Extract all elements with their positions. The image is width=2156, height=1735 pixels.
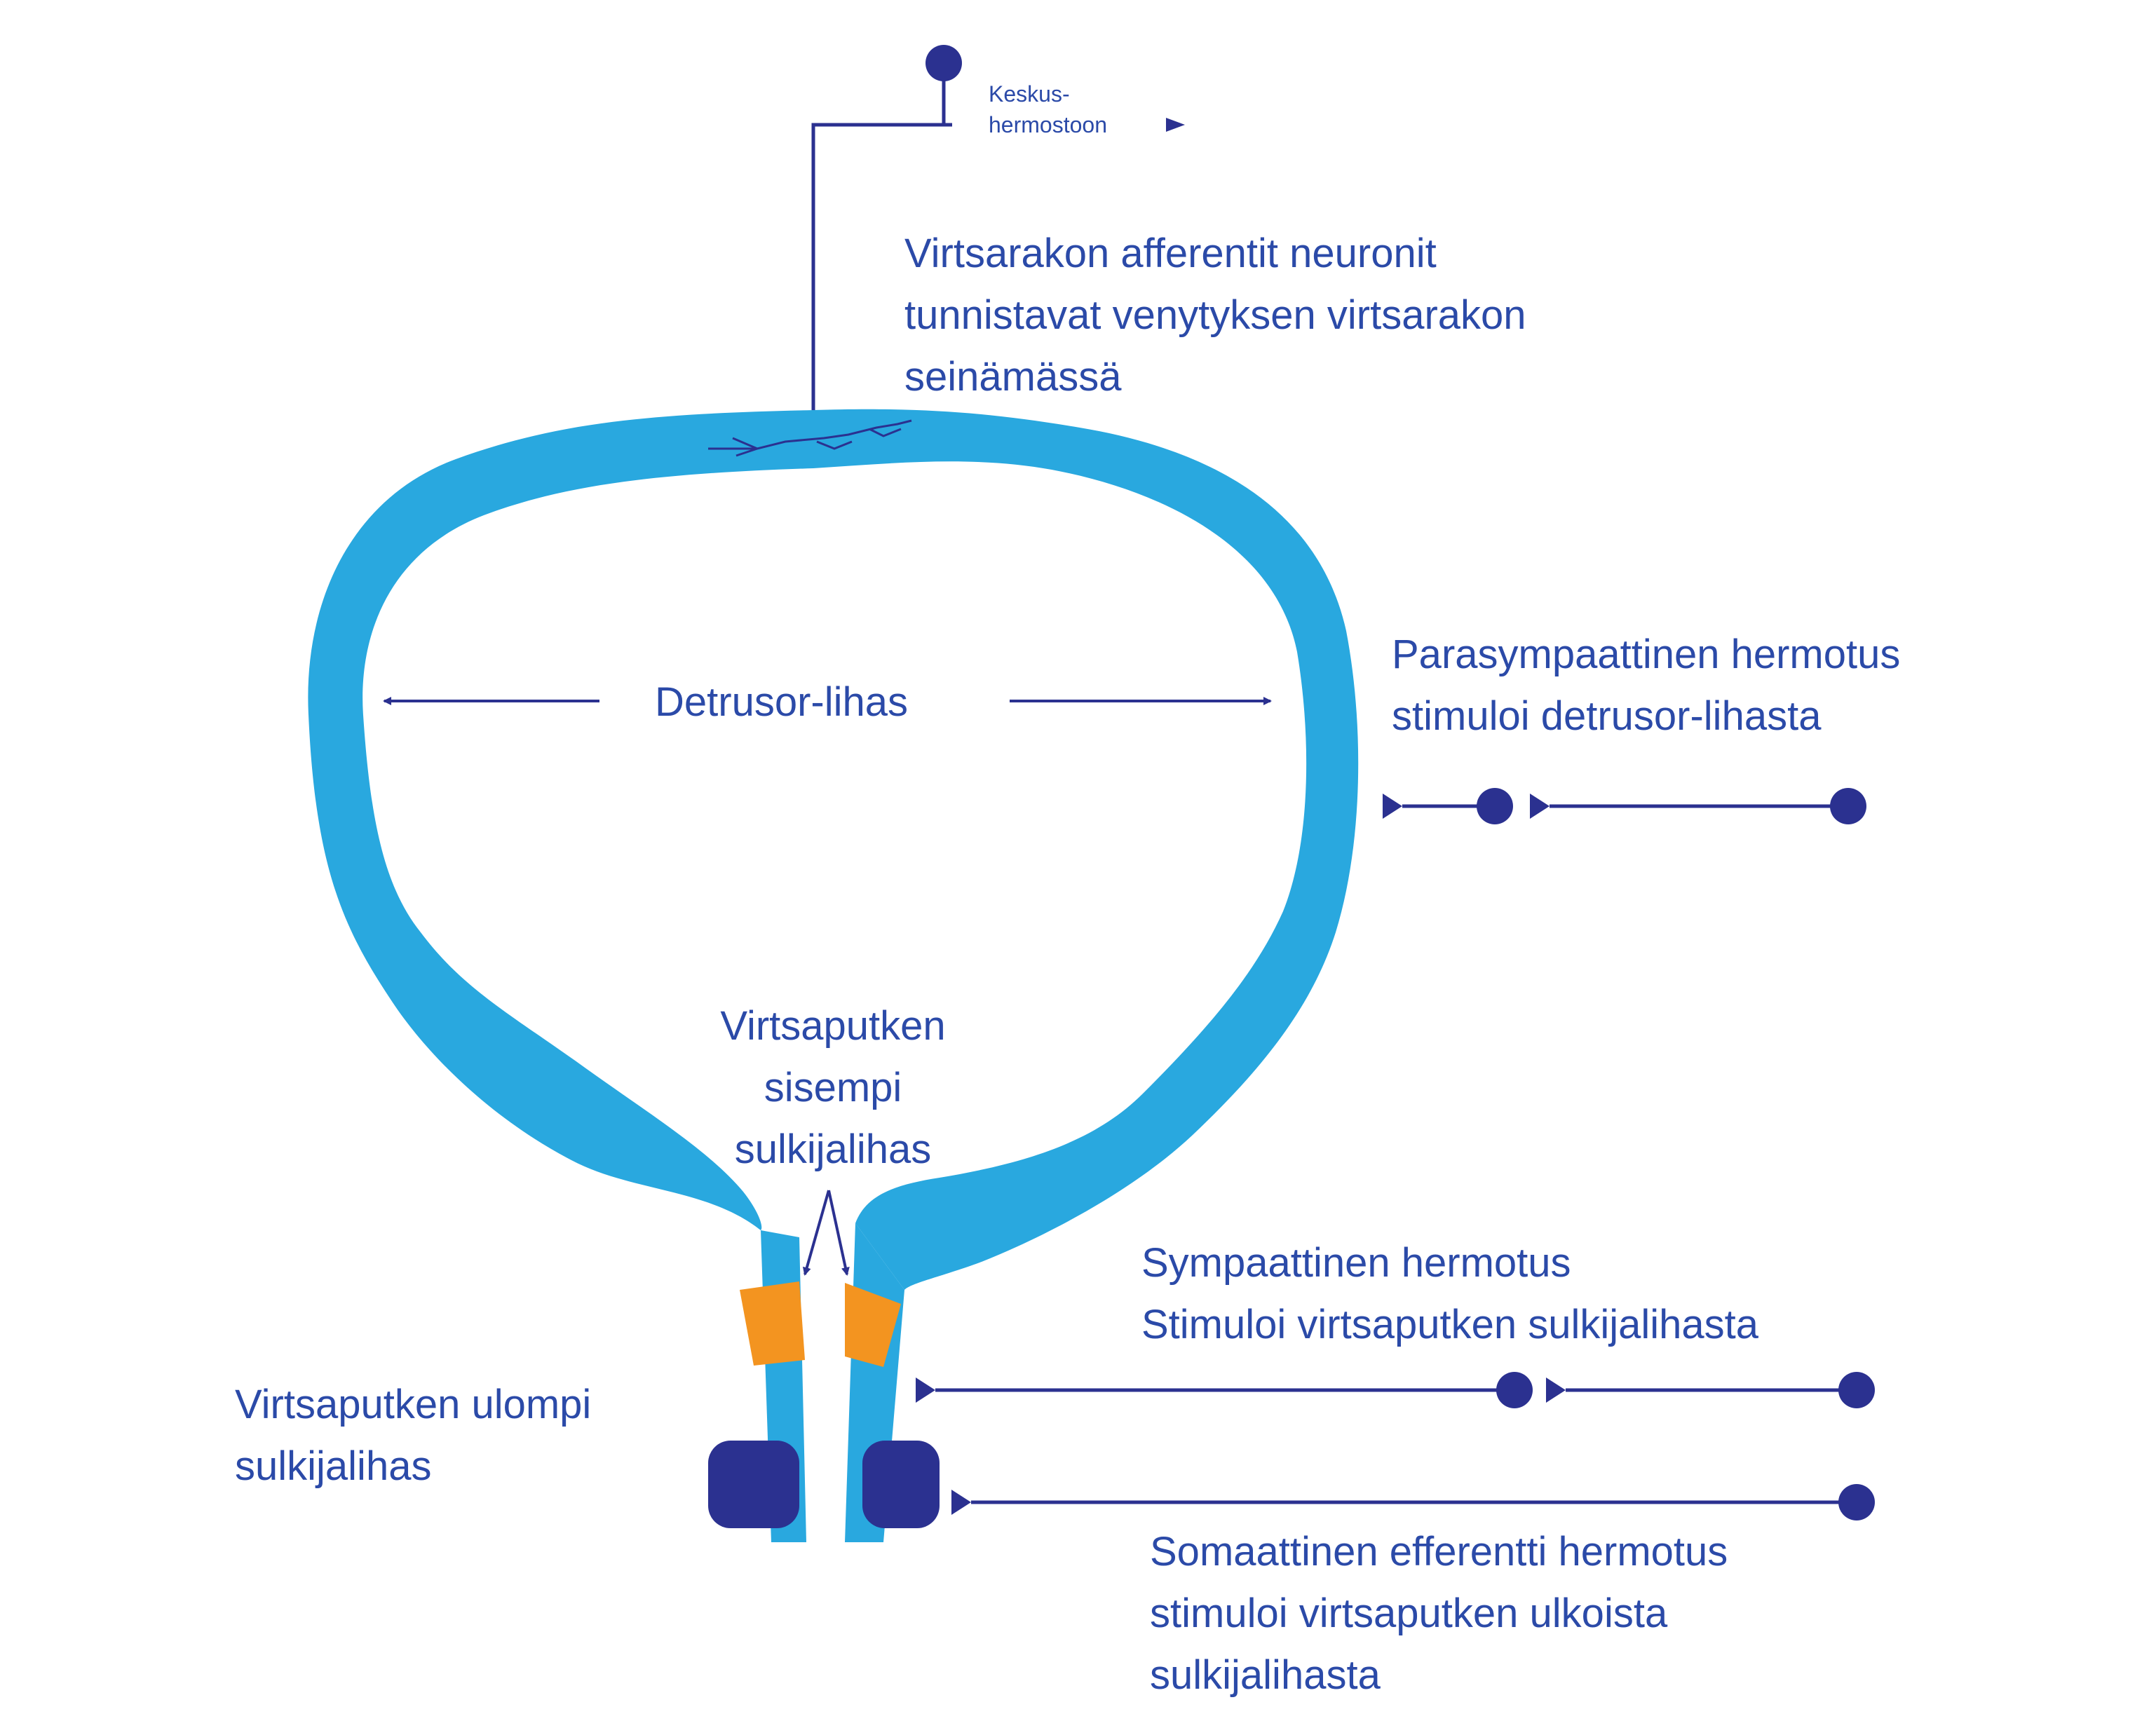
internal-sphincter-arrow-left — [802, 1190, 830, 1276]
afferent-label-line-1: Virtsarakon afferentit neuronit — [904, 231, 1437, 276]
internal-sphincter-right — [845, 1283, 901, 1367]
somatic-label: Somaattinen efferentti hermotus stimuloi… — [1150, 1521, 1728, 1706]
external-sphincter-label: Virtsaputken ulompi sulkijalihas — [235, 1374, 591, 1497]
afferent-neuron-cell — [926, 45, 962, 81]
parasympathetic-label-line-2: stimuloi detrusor-lihasta — [1392, 693, 1822, 739]
bladder-wall-left — [308, 410, 814, 1230]
internal-sphincter-label-line-3: sulkijalihas — [734, 1127, 932, 1172]
parasympathetic-terminal-1 — [1383, 794, 1402, 819]
afferent-arrowhead — [1166, 118, 1185, 132]
detrusor-label-text: Detrusor-lihas — [655, 679, 908, 725]
bladder-wall-right — [813, 409, 1359, 1290]
external-sphincter-right — [862, 1441, 940, 1528]
cns-label-line-1: Keskus- — [989, 81, 1070, 107]
external-sphincter-left — [708, 1441, 799, 1528]
cns-label-line-2: hermostoon — [989, 112, 1107, 137]
internal-sphincter-label-line-2: sisempi — [764, 1065, 902, 1110]
sympathetic-neuron-2 — [1838, 1372, 1875, 1408]
internal-sphincter-label: Virtsaputken sisempi sulkijalihas — [686, 995, 980, 1181]
somatic-label-line-3: sulkijalihasta — [1150, 1652, 1381, 1698]
afferent-label: Virtsarakon afferentit neuronit tunnista… — [904, 223, 1526, 408]
sympathetic-label-line-2: Stimuloi virtsaputken sulkijalihasta — [1141, 1302, 1759, 1347]
afferent-label-line-2: tunnistavat venytyksen virtsarakon — [904, 292, 1526, 338]
parasympathetic-neuron-2 — [1830, 788, 1866, 824]
detrusor-label: Detrusor-lihas — [655, 672, 908, 733]
internal-sphincter-label-line-1: Virtsaputken — [720, 1003, 946, 1049]
sympathetic-neuron-1 — [1496, 1372, 1533, 1408]
internal-sphincter-left — [740, 1281, 805, 1366]
somatic-label-line-1: Somaattinen efferentti hermotus — [1150, 1529, 1728, 1574]
parasympathetic-label-line-1: Parasympaattinen hermotus — [1392, 632, 1901, 677]
internal-sphincter-arrow-right — [827, 1190, 850, 1276]
sympathetic-terminal-2 — [1546, 1377, 1566, 1403]
somatic-neuron — [1838, 1484, 1875, 1520]
somatic-label-line-2: stimuloi virtsaputken ulkoista — [1150, 1591, 1668, 1636]
afferent-label-line-3: seinämässä — [904, 354, 1122, 400]
somatic-terminal — [951, 1490, 971, 1515]
sympathetic-label-line-1: Sympaattinen hermotus — [1141, 1240, 1571, 1286]
parasympathetic-terminal-2 — [1530, 794, 1550, 819]
external-sphincter-label-line-2: sulkijalihas — [235, 1443, 432, 1489]
afferent-nerve-endings — [708, 419, 912, 457]
external-sphincter-label-line-1: Virtsaputken ulompi — [235, 1382, 592, 1427]
parasympathetic-label: Parasympaattinen hermotus stimuloi detru… — [1392, 624, 1900, 747]
afferent-pathway-line — [811, 123, 952, 410]
sympathetic-terminal-1 — [916, 1377, 935, 1403]
cns-label: Keskus- hermostoon — [989, 79, 1107, 140]
sympathetic-label: Sympaattinen hermotus Stimuloi virtsaput… — [1141, 1232, 1758, 1356]
parasympathetic-neuron-1 — [1477, 788, 1513, 824]
